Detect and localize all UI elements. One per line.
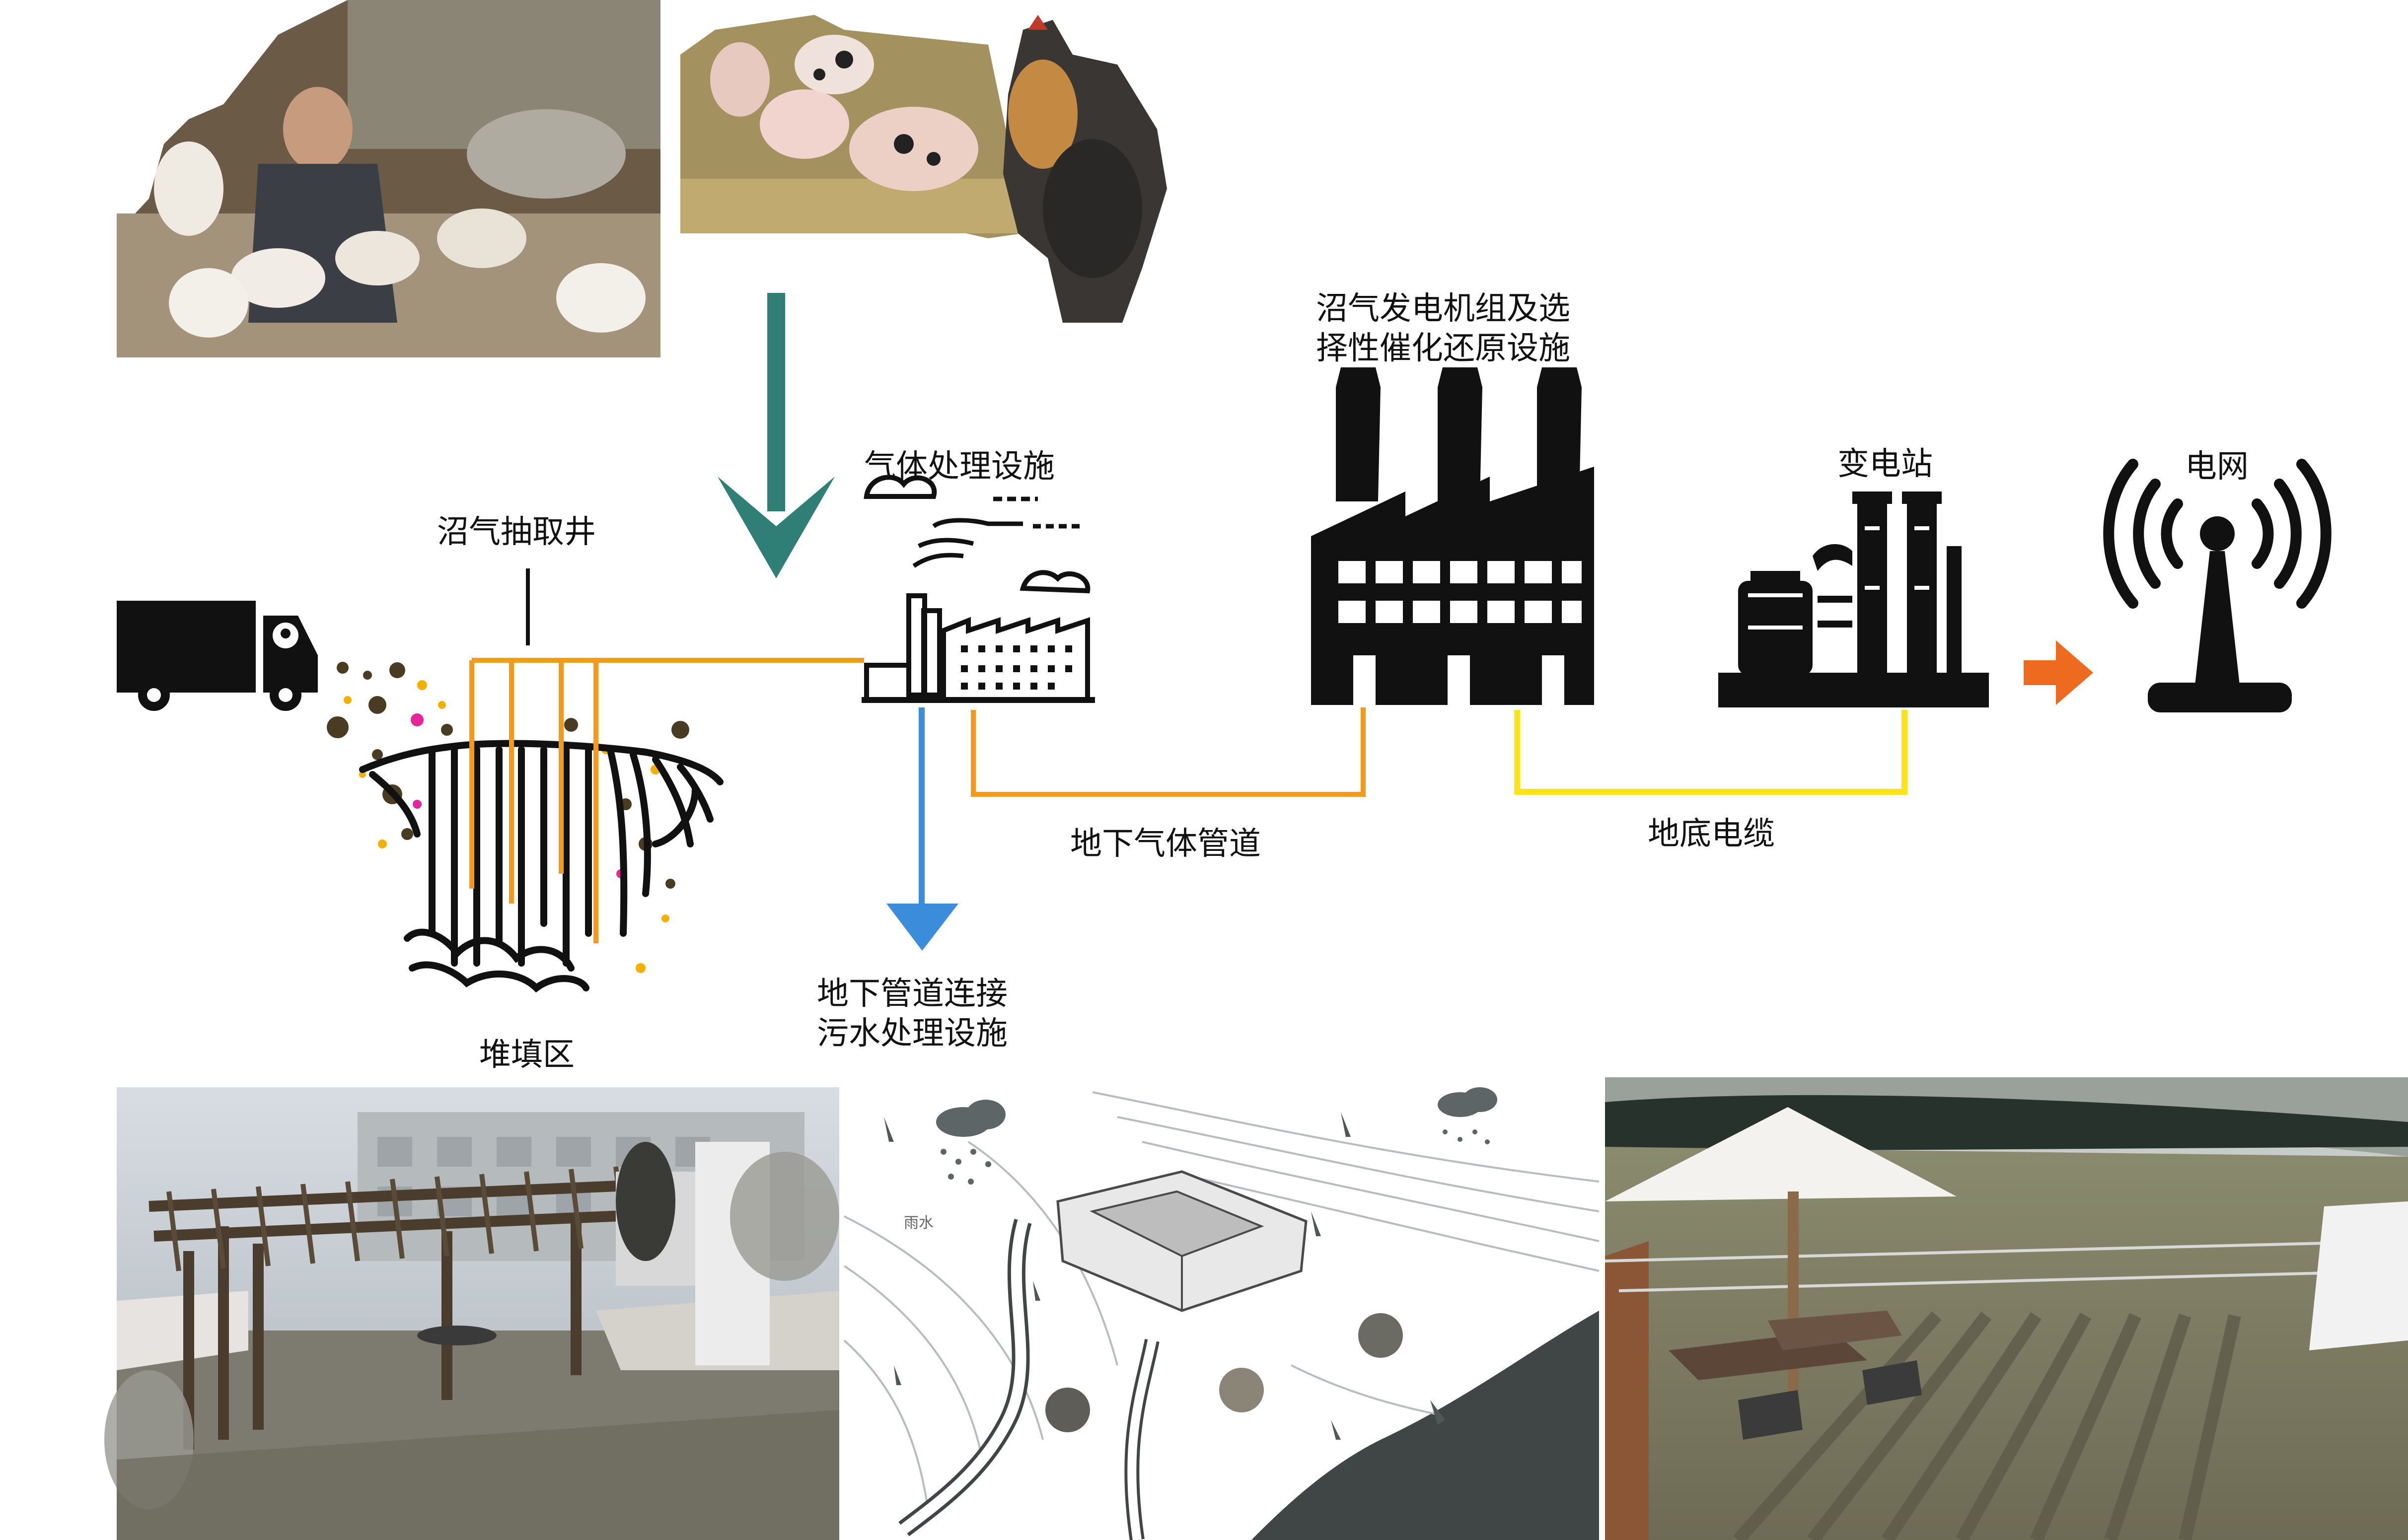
- sewage-label-line2: 污水处理设施: [817, 1015, 1008, 1052]
- rooster-photo: [1003, 15, 1167, 323]
- grid-label: 电网: [2185, 448, 2249, 485]
- substation-icon: [1718, 491, 1989, 707]
- orange-right-arrow: [2024, 640, 2093, 705]
- generator-label-line1: 沼气发电机组及选: [1316, 290, 1570, 327]
- site-photo-circles: [1045, 1313, 1403, 1432]
- orange-gas-pipes: [469, 658, 1366, 943]
- building-complex: [1056, 1170, 1308, 1312]
- patio-render: [1605, 1077, 2408, 1540]
- cloud-rain-icon: [936, 1087, 1497, 1185]
- sheep-farmer-photo: [117, 0, 660, 357]
- livestock-photo-collage: [117, 0, 1167, 357]
- teal-down-arrow: [718, 293, 835, 578]
- blue-sewage-arrow: [886, 707, 958, 951]
- pigs-photo: [680, 15, 1023, 238]
- generator-label-line2: 择性催化还原设施: [1316, 330, 1570, 367]
- gas-pipe-label: 地下气体管道: [1070, 826, 1261, 862]
- cable-label: 地底电缆: [1648, 816, 1775, 852]
- gas-treatment-label: 气体处理设施: [864, 448, 1055, 485]
- gas-processing-factory-icon: [862, 475, 1095, 703]
- pergola-render: [104, 1087, 839, 1540]
- substation-label: 变电站: [1837, 446, 1933, 483]
- landfill-section-icon: [359, 740, 724, 993]
- yellow-cable-line: [1514, 710, 1907, 795]
- landfill-area-label: 堆填区: [479, 1037, 575, 1073]
- waste-debris-dots: [327, 662, 689, 973]
- extraction-well-label: 沼气抽取井: [437, 514, 596, 551]
- rainwater-label: 雨水: [904, 1214, 934, 1232]
- radio-tower-icon: [2103, 459, 2332, 712]
- site-map-illustration: [843, 1087, 1600, 1540]
- power-plant-icon: [1311, 367, 1594, 705]
- sewage-label-line1: 地下管道连接: [817, 976, 1008, 1012]
- truck-icon: [117, 601, 318, 711]
